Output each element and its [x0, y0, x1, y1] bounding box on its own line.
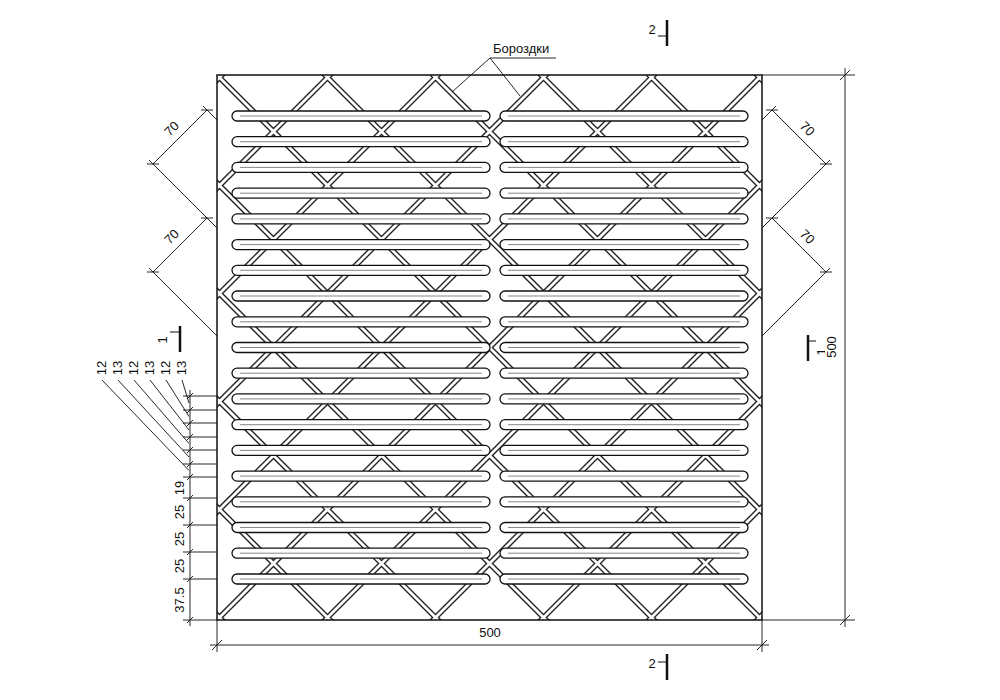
dimension-lines — [102, 58, 855, 652]
dimension-value: 37.5 — [173, 586, 187, 613]
dimension-value: 500 — [825, 335, 839, 359]
dimension-value: 70 — [161, 226, 183, 248]
dimension-value: 13 — [175, 360, 189, 376]
dimension-value: 13 — [143, 360, 157, 376]
dimension-value: 13 — [111, 360, 125, 376]
slab-outline — [217, 75, 762, 620]
dimension-value: 25 — [173, 530, 187, 546]
dimension-value: 70 — [796, 118, 818, 140]
dimension-value: 12 — [127, 360, 141, 376]
groove-label: Бороздки — [492, 42, 550, 56]
section-number: 2 — [647, 23, 656, 37]
section-marks — [170, 20, 816, 680]
dimension-value: 25 — [173, 557, 187, 573]
dimension-value: 500 — [478, 626, 502, 640]
section-number: 1 — [156, 335, 170, 344]
dimension-value: 19 — [173, 479, 187, 495]
dimension-value: 12 — [95, 360, 109, 376]
diagonal-grooves — [217, 75, 762, 620]
section-number: 2 — [647, 657, 656, 671]
dimension-value: 70 — [161, 118, 183, 140]
heating-pipes — [232, 111, 748, 584]
dimension-value: 12 — [159, 360, 173, 376]
dimension-value: 70 — [796, 226, 818, 248]
dimension-value: 25 — [173, 503, 187, 519]
